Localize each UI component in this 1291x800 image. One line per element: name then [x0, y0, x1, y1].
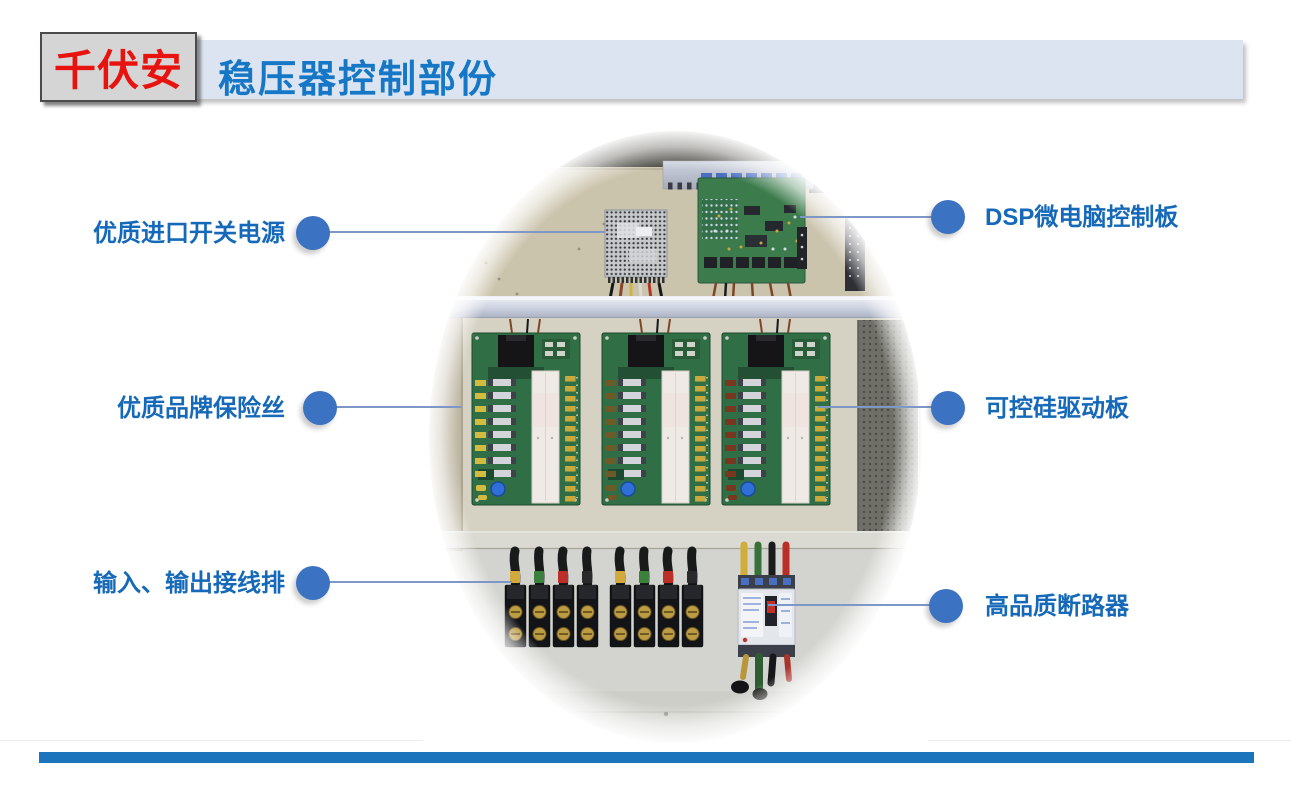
label-terminal-strip: 输入、输出接线排	[93, 570, 285, 597]
page-title: 稳压器控制部份	[218, 59, 499, 101]
callout-dot-dsp	[931, 200, 965, 234]
callout-dot-fuses	[303, 391, 337, 425]
brand-logo-text: 千伏安	[53, 46, 183, 94]
callout-dot-driver	[931, 391, 965, 425]
header-bar	[40, 40, 1243, 99]
callout-line-psu	[315, 231, 605, 233]
footer-accent-bar	[39, 752, 1254, 763]
label-dsp-board: DSP微电脑控制板	[985, 204, 1179, 231]
brand-logo: 千伏安	[40, 32, 197, 102]
callout-line-terminals	[315, 581, 512, 583]
callout-line-breaker	[768, 604, 943, 606]
callout-line-dsp	[800, 216, 945, 218]
photo-feather-edge	[423, 125, 928, 749]
label-fuses: 优质品牌保险丝	[117, 395, 285, 422]
callout-dot-psu	[296, 216, 330, 250]
callout-dot-breaker	[929, 589, 963, 623]
callout-line-fuses	[322, 406, 462, 408]
callout-line-driver	[818, 406, 945, 408]
label-scr-driver-board: 可控硅驱动板	[985, 395, 1129, 422]
label-circuit-breaker: 高品质断路器	[985, 593, 1129, 620]
label-power-supply: 优质进口开关电源	[93, 220, 285, 247]
callout-dot-terminals	[296, 566, 330, 600]
